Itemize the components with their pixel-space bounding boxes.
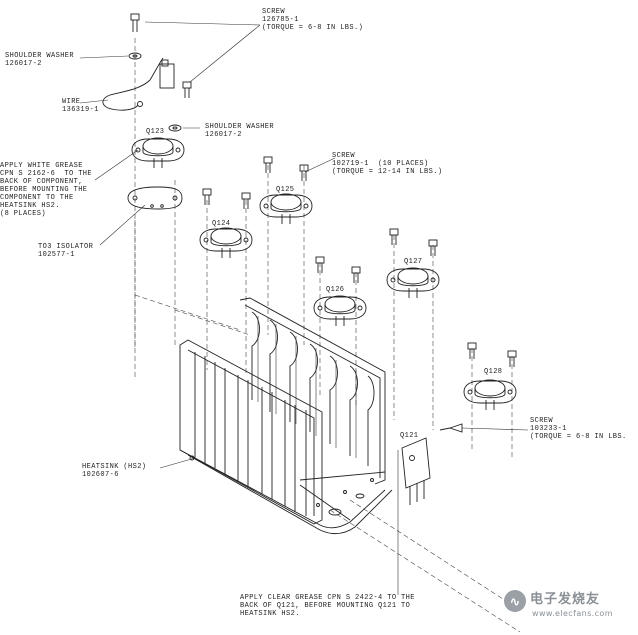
screw-right-torque: (TORQUE = 6-8 IN LBS. (530, 433, 627, 441)
shoulder-washer-1-part-number: 126017-2 (5, 60, 42, 68)
transistor-q127 (386, 267, 440, 299)
transistor-q123 (131, 137, 185, 169)
screw-mid-label: SCREW (332, 152, 356, 160)
transistor-q121 (401, 437, 431, 505)
q121-label: Q121 (400, 432, 419, 440)
watermark-brand: 电子发烧友 (530, 592, 601, 607)
shoulder-washer-2-part-number: 126017-2 (205, 131, 242, 139)
screw-top-label: SCREW (262, 8, 286, 16)
heatsink-part-number: 102607-6 (82, 471, 119, 479)
clear-grease-note-line-1: APPLY CLEAR GREASE CPN S 2422-4 TO THE (240, 594, 415, 602)
svg-text:∿: ∿ (510, 595, 521, 610)
isolator-label: TO3 ISOLATOR (38, 243, 94, 251)
clear-grease-note-line-3: HEATSINK HS2. (240, 610, 300, 618)
screw-top-part-number: 126785-1 (262, 16, 299, 24)
screw-right-label: SCREW (530, 417, 554, 425)
heatsink-label: HEATSINK (HS2) (82, 463, 147, 471)
white-grease-note-line-3: BACK OF COMPONENT, (0, 178, 83, 186)
transistor-q126 (313, 295, 367, 327)
white-grease-note-line-6: HEATSINK HS2. (0, 202, 60, 210)
q123-label: Q123 (146, 128, 165, 136)
heatsink-hs2 (179, 297, 393, 534)
watermark-url: www.elecfans.com (532, 609, 613, 618)
q128-label: Q128 (484, 368, 503, 376)
white-grease-note-line-5: COMPONENT TO THE (0, 194, 74, 202)
transistor-q124 (199, 227, 253, 259)
to3-isolator (127, 186, 183, 210)
watermark: ∿ (504, 590, 526, 612)
q127-label: Q127 (404, 258, 423, 266)
white-grease-note-line-4: BEFORE MOUNTING THE (0, 186, 88, 194)
wire-part-number: 136319-1 (62, 106, 99, 114)
screw-mid-torque: (TORQUE = 12-14 IN LBS.) (332, 168, 443, 176)
screw-right-part-number: 103233-1 (530, 425, 567, 433)
leader-lines (79, 21, 529, 595)
screw-q121 (439, 423, 463, 433)
screw-mid-part-number: 102719-1 (10 PLACES) (332, 160, 429, 168)
clear-grease-note-line-2: BACK OF Q121, BEFORE MOUNTING Q121 TO (240, 602, 411, 610)
q126-label: Q126 (326, 286, 345, 294)
isolator-part-number: 102577-1 (38, 251, 75, 259)
shoulder-washer-1-label: SHOULDER WASHER (5, 52, 75, 60)
q125-label: Q125 (276, 186, 295, 194)
q124-label: Q124 (212, 220, 231, 228)
white-grease-note-line-1: APPLY WHITE GREASE (0, 162, 83, 170)
screw-top-torque: (TORQUE = 6-8 IN LBS.) (262, 24, 364, 32)
shoulder-washer-2-label: SHOULDER WASHER (205, 123, 275, 131)
wire-label: WIRE (62, 98, 81, 106)
white-grease-note-line-7: (8 PLACES) (0, 210, 47, 218)
projection-lines (134, 38, 521, 633)
white-grease-note-line-2: CPN S 2162-6 TO THE (0, 170, 93, 178)
top-screw-stack (102, 13, 192, 132)
